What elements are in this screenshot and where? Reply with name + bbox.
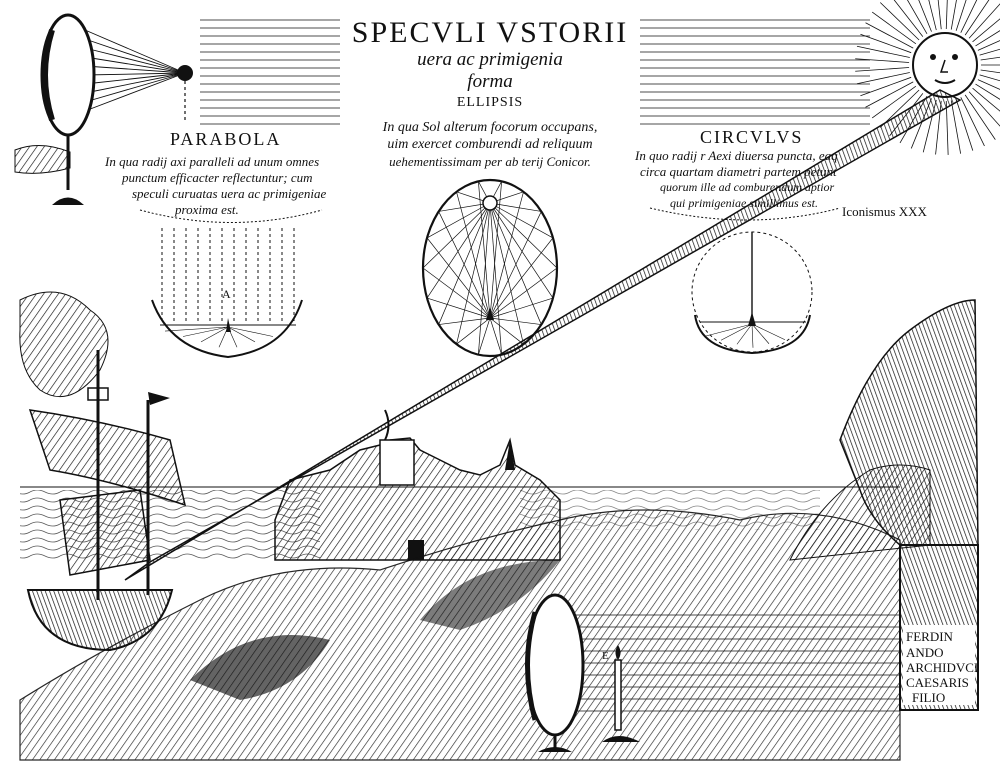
title-line-2: uera ac primigenia (417, 49, 563, 70)
circulus-caption-line-1: In quo radij r Aexi diuersa puncta, eaq (635, 148, 838, 163)
title-line-3: forma (467, 71, 513, 92)
parabola-caption-line-1: In qua radij axi paralleli ad unum omnes (105, 154, 320, 169)
smoke-cloud (19, 291, 109, 398)
dedication-line-5: FILIO (912, 690, 946, 705)
dedication-line-4: CAESARIS (906, 675, 969, 690)
circulus-heading: CIRCVLVS (700, 127, 804, 147)
title-line-1: SPECVLI VSTORII (351, 16, 629, 49)
parabola-caption-line-2: punctum efficacter reflectuntur; cum (122, 170, 313, 185)
candle-icon (614, 659, 622, 731)
ellipsis-caption-line-3: uehementissimam per ab terij Conicor. (389, 154, 591, 169)
title-line-4: ELLIPSIS (456, 95, 524, 110)
parabola-heading: PARABOLA (170, 129, 282, 149)
ellipse-diagram (421, 178, 559, 358)
circulus-caption-line-4: qui primigeniae simillimus est. (670, 196, 818, 210)
bottom-mirror-group (525, 593, 900, 752)
top-mirror-group (14, 13, 193, 205)
focus-ball (177, 65, 193, 81)
figure-letter-e: E (602, 650, 609, 662)
title-ray-lines (200, 19, 870, 125)
circulus-caption-line-2: circa quartam diametri partem petunt (640, 164, 837, 179)
dedication-line-1: FERDIN (906, 629, 953, 644)
parabola-caption-line-3: speculi curuatas uera ac primigeniae (132, 186, 327, 201)
plate-label: Iconismus XXX (842, 204, 927, 219)
dedication-line-2: ANDO (906, 645, 944, 660)
circle-diagram (649, 207, 841, 355)
fortress-city (274, 437, 561, 561)
ellipsis-caption-line-1: In qua Sol alterum focorum occupans, (382, 120, 598, 135)
parabola-caption-line-4: proxima est. (175, 202, 239, 217)
sun-face-icon (912, 32, 978, 98)
ellipsis-caption-line-2: uim exercet comburendi ad reliquum (387, 137, 593, 152)
figure-letter-a: A (222, 287, 231, 301)
parabola-diagram (139, 209, 323, 359)
sun-group (855, 0, 1000, 155)
circulus-caption-line-3: quorum ille ad comburendum aptior (660, 180, 835, 194)
dedication-line-3: ARCHIDVCI (906, 660, 979, 675)
burning-beam (124, 89, 962, 581)
